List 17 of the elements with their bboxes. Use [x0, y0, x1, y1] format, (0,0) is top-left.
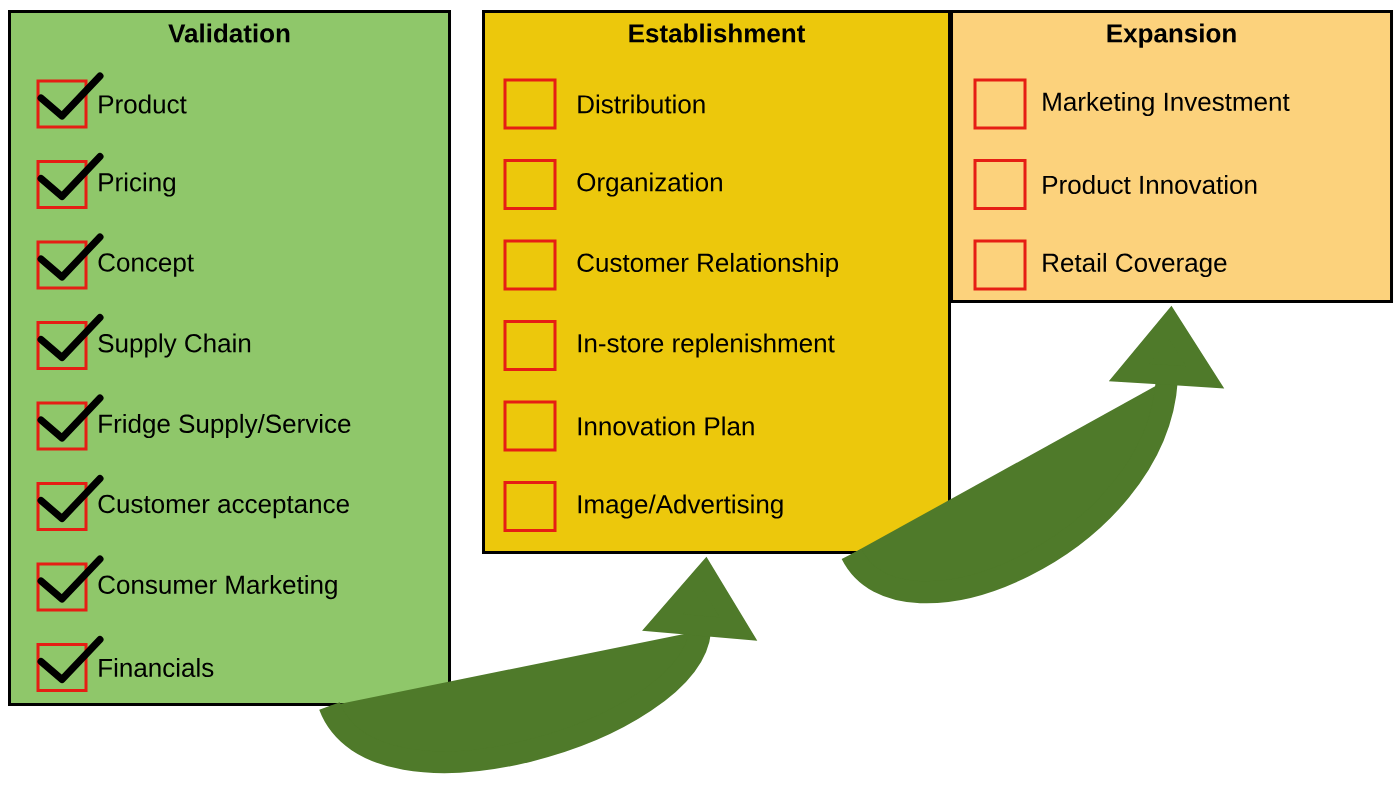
checklist-item: Supply Chain [98, 333, 251, 358]
checklist-item: Consumer Marketing [98, 574, 337, 600]
checklist-item: Marketing Investment [1043, 91, 1290, 117]
checklist-item: Fridge Supply/Service [99, 413, 351, 439]
checklist-item: Concept [98, 253, 194, 277]
checklist-item: Pricing [99, 172, 175, 197]
checklist-item: Organization [577, 172, 722, 197]
checklist-item: Product [99, 94, 187, 114]
checklist-item: Innovation Plan [578, 416, 754, 436]
checklist-item: Financials [99, 657, 214, 678]
checklist-item: Product Innovation [1043, 174, 1257, 195]
checklist-item: Image/Advertising [578, 494, 783, 519]
checklist-item: Retail Coverage [1043, 252, 1227, 278]
checklist-item: Customer acceptance [98, 494, 349, 519]
checklist-item: Customer Relationship [577, 252, 839, 278]
checklist-item: Distribution [578, 94, 705, 114]
checklist-item: In-store replenishment [578, 333, 835, 358]
